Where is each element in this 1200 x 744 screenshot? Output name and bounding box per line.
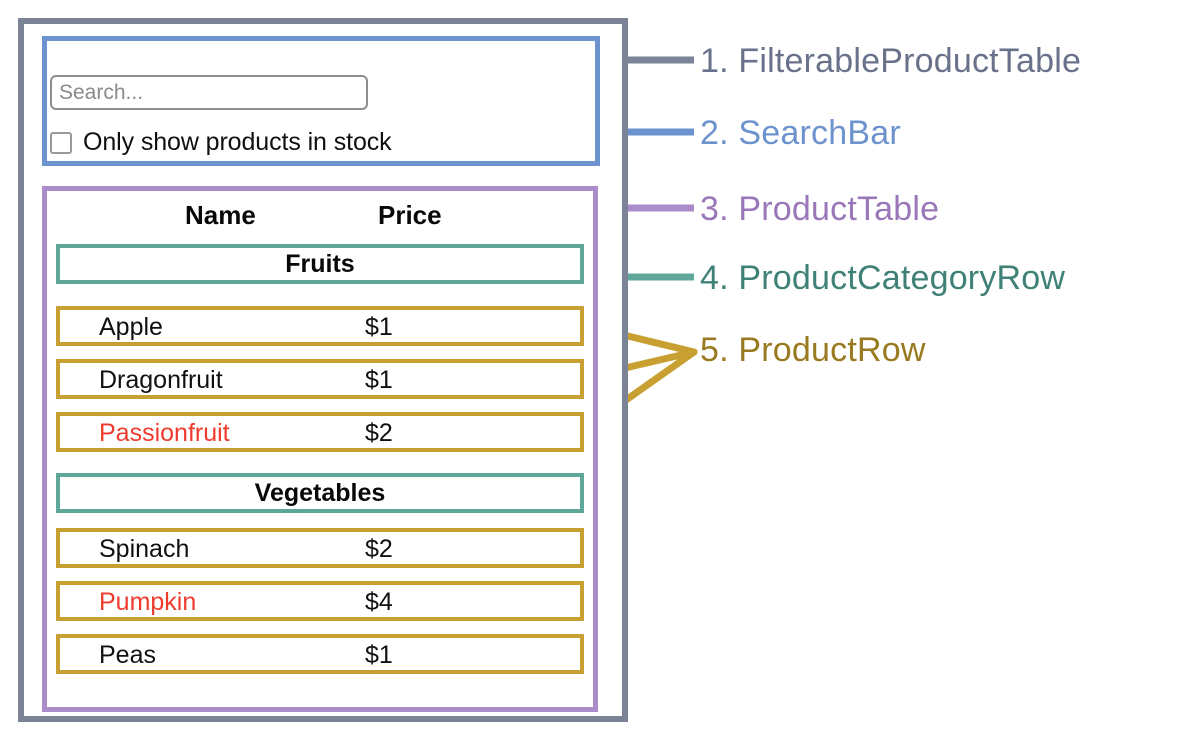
product-name: Pumpkin [99, 588, 197, 616]
legend-item-product-category-row: 4. ProductCategoryRow [700, 259, 1066, 297]
product-row: Peas $1 [56, 634, 584, 674]
product-price: $1 [365, 641, 393, 669]
legend-item-product-table: 3. ProductTable [700, 190, 940, 228]
product-row: Passionfruit $2 [56, 412, 584, 452]
product-category-row: Fruits [56, 244, 584, 284]
product-row: Spinach $2 [56, 528, 584, 568]
product-price: $2 [365, 535, 393, 563]
product-price: $1 [365, 366, 393, 394]
in-stock-checkbox-row[interactable]: Only show products in stock [50, 128, 392, 157]
legend-item-filterable-product-table: 1. FilterableProductTable [700, 42, 1082, 80]
product-category-row: Vegetables [56, 473, 584, 513]
product-table-header: Name Price [53, 200, 583, 234]
category-label: Fruits [285, 249, 355, 278]
product-row: Apple $1 [56, 306, 584, 346]
product-row: Dragonfruit $1 [56, 359, 584, 399]
product-price: $4 [365, 588, 393, 616]
column-header-price: Price [378, 200, 442, 230]
product-price: $1 [365, 313, 393, 341]
product-name: Passionfruit [99, 419, 230, 447]
product-name: Apple [99, 313, 163, 341]
in-stock-checkbox-label: Only show products in stock [83, 128, 392, 156]
search-input[interactable] [50, 75, 368, 110]
legend-item-search-bar: 2. SearchBar [700, 114, 901, 152]
product-name: Peas [99, 641, 156, 669]
column-header-name: Name [185, 200, 256, 230]
product-row: Pumpkin $4 [56, 581, 584, 621]
product-price: $2 [365, 419, 393, 447]
product-name: Spinach [99, 535, 190, 563]
product-name: Dragonfruit [99, 366, 223, 394]
category-label: Vegetables [254, 478, 386, 507]
checkbox-icon[interactable] [50, 131, 72, 154]
legend-item-product-row: 5. ProductRow [700, 331, 926, 369]
